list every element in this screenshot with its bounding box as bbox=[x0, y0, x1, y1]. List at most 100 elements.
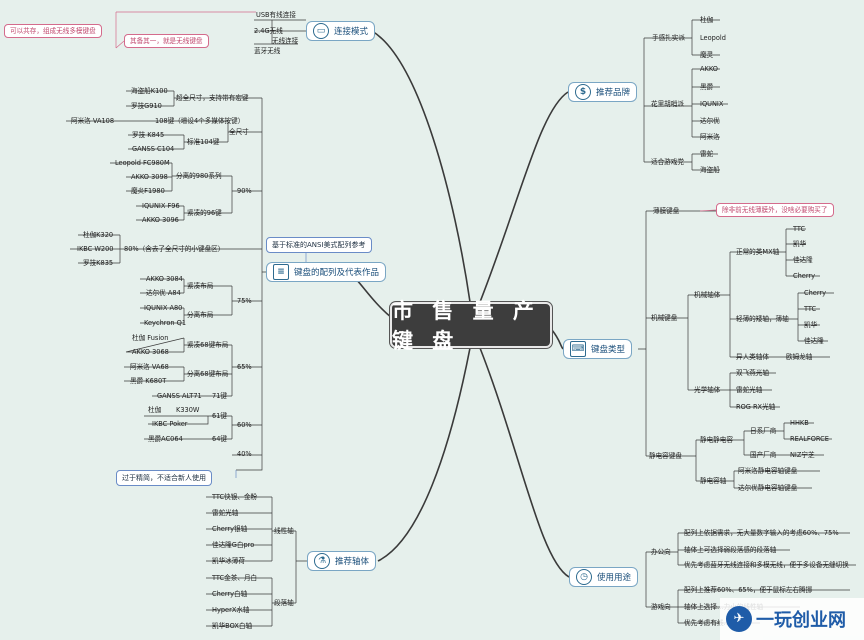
layout-65-split: 分离68键布局 bbox=[187, 370, 229, 378]
layout-71: 71键 bbox=[212, 392, 227, 400]
other-switch: 异人类轴体 bbox=[736, 353, 769, 361]
watermark: ✈ 一玩创业网 bbox=[720, 598, 864, 640]
optical-axis: 光学轴体 bbox=[694, 386, 721, 394]
layout-item: 黑爵 K680T bbox=[130, 377, 167, 385]
layout-61: 61键 bbox=[212, 412, 227, 420]
thin-switch: 轻薄的矮轴，薄轴 bbox=[736, 315, 789, 323]
switch-item: 佳达隆 bbox=[793, 256, 813, 264]
note-membrane: 除非前无线薄膜外，没啥必要购买了 bbox=[716, 203, 834, 217]
layout-item: IQUNIX A80 bbox=[144, 304, 183, 312]
clock-icon: ◷ bbox=[576, 569, 592, 585]
layout-item: GANSS C104 bbox=[132, 145, 175, 153]
brand-item: 阿米洛 bbox=[700, 133, 720, 141]
brand-item: AKKO bbox=[700, 65, 718, 73]
usage-item: 配列上依据需求，无大量数字输入的考虑60%、75% bbox=[684, 529, 839, 537]
linear-item: 凯华冰薄荷 bbox=[212, 557, 245, 565]
optical-item: 双飞燕光轴 bbox=[736, 369, 769, 377]
layout-item: 黑爵AC064 bbox=[148, 435, 183, 443]
ec-keyboard: 静电静电容 bbox=[700, 436, 733, 444]
cn-maker: 国产厂商 bbox=[750, 451, 777, 459]
brand-item: 雷蛇 bbox=[700, 150, 714, 158]
brand-item: 杜伽 bbox=[700, 16, 714, 24]
connector-line bbox=[206, 496, 307, 627]
note-ansi: 基于标准的ANSI美式配列参考 bbox=[266, 237, 372, 253]
layout-item: 海盗船K100 bbox=[131, 87, 168, 95]
layout-item: 阿米洛 VA108 bbox=[71, 117, 115, 125]
layout-item: 杜伽 bbox=[148, 406, 162, 414]
brand-group-solid: 手感扎实派 bbox=[652, 34, 685, 42]
layout-item: IKBC W200 bbox=[77, 245, 114, 253]
brand-group-gaming: 适合游戏党 bbox=[651, 158, 684, 166]
layout-75: 75% bbox=[237, 297, 252, 305]
central-topic[interactable]: 市 售 量 产 键 盘 bbox=[390, 299, 552, 353]
layout-item: K330W bbox=[176, 406, 200, 414]
note-coexist: 可以共存，组成无线多模键盘 bbox=[4, 24, 102, 38]
layout-96: 紧凑的96键 bbox=[187, 209, 222, 217]
branch-layout[interactable]: ≡键盘的配列及代表作品 bbox=[266, 262, 387, 282]
layout-item: Keychron Q1 bbox=[144, 319, 187, 327]
layout-75-split: 分离布局 bbox=[187, 311, 214, 319]
layout-item: GANSS ALT71 bbox=[157, 392, 202, 400]
omron-switch: 欧姆龙轴 bbox=[786, 353, 813, 361]
usage-item: 轴体上可选择弱段落感的段落轴 bbox=[684, 546, 777, 554]
layout-108: 108键（增设4个多媒体按键） bbox=[155, 117, 245, 125]
layout-full-a: 超全尺寸，支持带有宏键 bbox=[176, 94, 249, 102]
branch-type[interactable]: ⌨键盘类型 bbox=[563, 339, 633, 359]
layout-std104: 标准104键 bbox=[187, 138, 220, 146]
ec-item: HHKB bbox=[790, 419, 809, 427]
switch-item: TTC bbox=[793, 225, 806, 233]
connector-line bbox=[254, 19, 306, 45]
document-icon: ≡ bbox=[273, 264, 289, 280]
layout-65: 65% bbox=[237, 363, 252, 371]
connector-line bbox=[551, 329, 564, 350]
ec-axis: 静电容轴 bbox=[700, 477, 727, 485]
layout-item: IKBC Poker bbox=[152, 420, 188, 428]
layout-80: 80%（含去了全尺寸的小键盘区） bbox=[124, 245, 225, 253]
brand-item: 黑爵 bbox=[700, 83, 714, 91]
linear-item: 雷蛇光轴 bbox=[212, 509, 239, 517]
layout-item: Leopold FC980M bbox=[115, 159, 170, 167]
branch-usage[interactable]: ◷使用用途 bbox=[569, 567, 639, 587]
optical-item: 雷蛇光轴 bbox=[736, 386, 763, 394]
wireless-connect: 无线连接 bbox=[272, 37, 299, 45]
brand-group-flashy: 花里胡哨派 bbox=[651, 100, 684, 108]
test-tube-icon: ⚗ bbox=[314, 553, 330, 569]
note-too-compact: 过于精简，不适合新人使用 bbox=[116, 470, 212, 486]
linear-item: Cherry银轴 bbox=[212, 525, 248, 533]
switch-item: 佳达隆 bbox=[804, 337, 824, 345]
switch-item: Cherry bbox=[804, 289, 827, 297]
layout-item: AKKO 3068 bbox=[132, 348, 169, 356]
branch-connect[interactable]: ▭连接模式 bbox=[306, 21, 376, 41]
layout-item: AKKO 3096 bbox=[142, 216, 179, 224]
layout-90: 90% bbox=[237, 187, 252, 195]
connector-line bbox=[643, 19, 728, 171]
connector-line bbox=[479, 91, 569, 303]
branch-brand[interactable]: $推荐品牌 bbox=[568, 82, 638, 102]
layout-item: AKKO 3084 bbox=[146, 275, 183, 283]
branch-switch[interactable]: ⚗推荐轴体 bbox=[307, 551, 377, 571]
optical-item: ROG RX光轴 bbox=[736, 403, 776, 411]
layout-75-compact: 紧凑布局 bbox=[187, 282, 214, 290]
layout-60: 60% bbox=[237, 421, 252, 429]
layout-item: 阿米洛 VA68 bbox=[130, 363, 169, 371]
type-membrane: 薄膜键盘 bbox=[653, 207, 680, 215]
type-ec: 静电容键盘 bbox=[649, 452, 682, 460]
linear-item: 佳达隆G白pro bbox=[212, 541, 255, 549]
usage-office: 办公向 bbox=[651, 548, 671, 556]
brand-item: IQUNIX bbox=[700, 100, 724, 108]
connector-line bbox=[638, 210, 834, 489]
linear-item: TTC快银、金粉 bbox=[212, 493, 258, 501]
switch-item: Cherry bbox=[793, 272, 816, 280]
connector-line bbox=[66, 90, 266, 471]
brand-item: 海盗船 bbox=[700, 166, 720, 174]
bt-wireless: 蓝牙无线 bbox=[254, 47, 281, 55]
layout-item: AKKO 3098 bbox=[131, 173, 168, 181]
ec-item: REALFORCE bbox=[790, 435, 829, 443]
connector-line bbox=[115, 11, 256, 49]
usage-item: 优先考虑有线…线… bbox=[684, 619, 744, 627]
brand-item: Leopold bbox=[700, 34, 726, 42]
usage-item: 优先考虑蓝牙无线连接和多模无线，便于多设备无缝切换 bbox=[684, 561, 849, 569]
tactile-item: 凯华BOX白轴 bbox=[212, 622, 253, 630]
connector-line bbox=[479, 347, 570, 578]
